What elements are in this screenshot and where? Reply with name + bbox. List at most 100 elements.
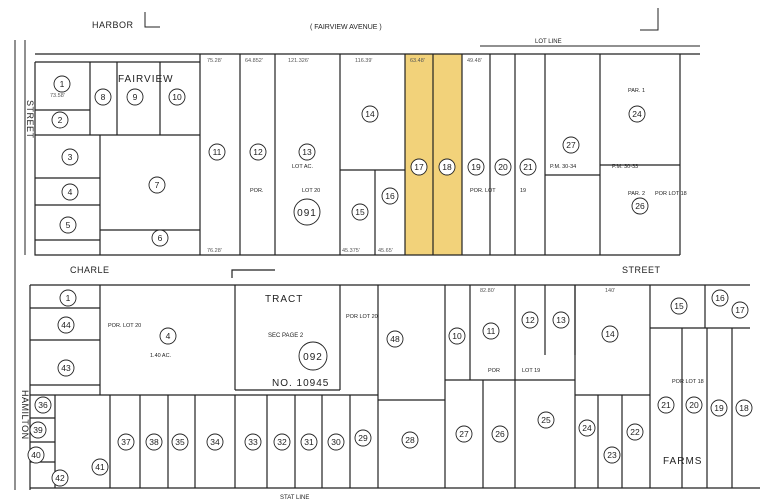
lower-parcel-1[interactable]: 1 — [59, 289, 77, 307]
map-092-circle — [298, 341, 328, 371]
parcel-number: 35 — [175, 437, 185, 447]
upper-parcel-7[interactable]: 7 — [148, 176, 166, 194]
lower-parcel-34[interactable]: 34 — [206, 433, 224, 451]
lower-parcel-33[interactable]: 33 — [244, 433, 262, 451]
parcel-circle — [117, 433, 135, 451]
parcel-circle — [61, 148, 79, 166]
parcel-circle — [126, 88, 144, 106]
upper-parcel-10[interactable]: 10 — [168, 88, 186, 106]
upper-parcel-1[interactable]: 1 — [53, 75, 71, 93]
parcel-number: 3 — [68, 152, 73, 162]
parcel-circle — [300, 433, 318, 451]
lower-parcel-29[interactable]: 29 — [354, 429, 372, 447]
parcel-number: 29 — [358, 433, 368, 443]
parcel-number: 1 — [66, 293, 71, 303]
lower-parcel-24[interactable]: 24 — [578, 419, 596, 437]
parcel-number: 7 — [155, 180, 160, 190]
upper-parcel-5[interactable]: 5 — [59, 216, 77, 234]
pm-30-34-label: P.M. 30-34 — [550, 164, 576, 170]
parcel-circle — [151, 229, 169, 247]
lower-parcel-20[interactable]: 20 — [685, 396, 703, 414]
upper-parcel-4[interactable]: 4 — [61, 183, 79, 201]
upper-parcel-2[interactable]: 2 — [51, 111, 69, 129]
parcel-number: 11 — [213, 147, 222, 157]
lower-parcel-14[interactable]: 14 — [601, 325, 619, 343]
lower-parcel-17[interactable]: 17 — [731, 301, 749, 319]
parcel-number: 14 — [605, 329, 615, 339]
upper-parcel-11[interactable]: 11 — [208, 143, 226, 161]
parcel-circle — [455, 425, 473, 443]
parcel-circle — [159, 327, 177, 345]
upper-parcel-12[interactable]: 12 — [249, 143, 267, 161]
lower-parcel-41[interactable]: 41 — [91, 458, 109, 476]
parcel-number: 20 — [689, 400, 699, 410]
lower-parcel-18[interactable]: 18 — [735, 399, 753, 417]
lower-parcel-35[interactable]: 35 — [171, 433, 189, 451]
par-1-label: PAR. 1 — [628, 88, 645, 94]
lower-parcel-28[interactable]: 28 — [401, 431, 419, 449]
lower-parcel-26[interactable]: 26 — [491, 425, 509, 443]
upper-parcel-27[interactable]: 27 — [562, 136, 580, 154]
upper-parcel-19[interactable]: 19 — [467, 158, 485, 176]
upper-parcel-9[interactable]: 9 — [126, 88, 144, 106]
parcel-number: 24 — [582, 423, 592, 433]
parcel-number: 11 — [487, 326, 496, 336]
fairview-label: FAIRVIEW — [118, 74, 174, 85]
lower-parcel-22[interactable]: 22 — [626, 423, 644, 441]
lower-parcel-11[interactable]: 11 — [482, 322, 500, 340]
lower-parcel-23[interactable]: 23 — [603, 446, 621, 464]
lower-parcel-10[interactable]: 10 — [448, 327, 466, 345]
upper-parcel-8[interactable]: 8 — [94, 88, 112, 106]
lower-parcel-27[interactable]: 27 — [455, 425, 473, 443]
parcel-circle — [27, 446, 45, 464]
por-label-lower: POR — [488, 368, 500, 374]
upper-parcel-14[interactable]: 14 — [361, 105, 379, 123]
lower-parcel-32[interactable]: 32 — [273, 433, 291, 451]
lower-parcel-19[interactable]: 19 — [710, 399, 728, 417]
upper-parcel-13[interactable]: 13 — [298, 143, 316, 161]
lower-parcel-38[interactable]: 38 — [145, 433, 163, 451]
parcel-circle — [603, 446, 621, 464]
parcel-number: 13 — [302, 147, 312, 157]
dimension-label: 75.28' — [207, 58, 222, 64]
lower-parcel-25[interactable]: 25 — [537, 411, 555, 429]
dimension-label: 64.852' — [245, 58, 263, 64]
upper-parcel-26[interactable]: 26 — [631, 197, 649, 215]
upper-parcel-17[interactable]: 17 — [410, 158, 428, 176]
parcel-circle — [148, 176, 166, 194]
upper-parcel-21[interactable]: 21 — [519, 158, 537, 176]
parcel-number: 12 — [253, 147, 263, 157]
upper-parcel-6[interactable]: 6 — [151, 229, 169, 247]
lower-parcel-42[interactable]: 42 — [51, 469, 69, 487]
stat-line-label: STAT LINE — [280, 495, 309, 501]
parcel-number: 9 — [133, 92, 138, 102]
lower-parcel-15[interactable]: 15 — [670, 297, 688, 315]
upper-block — [34, 53, 700, 256]
upper-parcel-3[interactable]: 3 — [61, 148, 79, 166]
lower-parcel-39[interactable]: 39 — [29, 421, 47, 439]
street-harbor: HARBOR — [92, 20, 134, 30]
lower-parcel-44[interactable]: 44 — [57, 316, 75, 334]
lower-parcel-4[interactable]: 4 — [159, 327, 177, 345]
lower-parcel-40[interactable]: 40 — [27, 446, 45, 464]
lower-parcel-21[interactable]: 21 — [657, 396, 675, 414]
lower-parcel-43[interactable]: 43 — [57, 359, 75, 377]
upper-parcel-24[interactable]: 24 — [628, 105, 646, 123]
upper-parcel-16[interactable]: 16 — [381, 187, 399, 205]
upper-parcel-18[interactable]: 18 — [438, 158, 456, 176]
lower-parcel-30[interactable]: 30 — [327, 433, 345, 451]
upper-parcel-20[interactable]: 20 — [494, 158, 512, 176]
dimension-label: 73.58' — [50, 93, 65, 99]
farms-label: FARMS — [663, 456, 702, 467]
lower-parcel-13[interactable]: 13 — [552, 311, 570, 329]
upper-parcel-15[interactable]: 15 — [351, 203, 369, 221]
tract-number-label: NO. 10945 — [272, 378, 329, 389]
parcel-number: 16 — [715, 293, 725, 303]
lower-parcel-37[interactable]: 37 — [117, 433, 135, 451]
lower-parcel-16[interactable]: 16 — [711, 289, 729, 307]
lower-parcel-48[interactable]: 48 — [386, 330, 404, 348]
lower-parcel-36[interactable]: 36 — [34, 396, 52, 414]
lower-parcel-12[interactable]: 12 — [521, 311, 539, 329]
lower-parcel-31[interactable]: 31 — [300, 433, 318, 451]
